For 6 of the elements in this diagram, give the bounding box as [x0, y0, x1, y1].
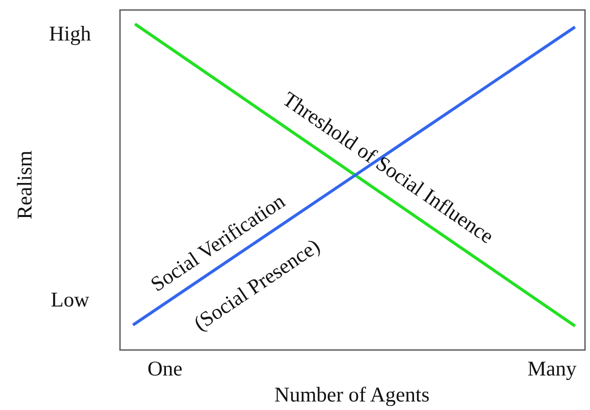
axis-title: Realism	[14, 150, 36, 220]
axis-tick-label: Many	[528, 358, 576, 380]
axis-tick-label: One	[148, 358, 182, 380]
axis-tick-label: Low	[50, 290, 90, 310]
axis-title: Number of Agents	[274, 384, 430, 406]
axis-tick-label: High	[49, 24, 91, 44]
